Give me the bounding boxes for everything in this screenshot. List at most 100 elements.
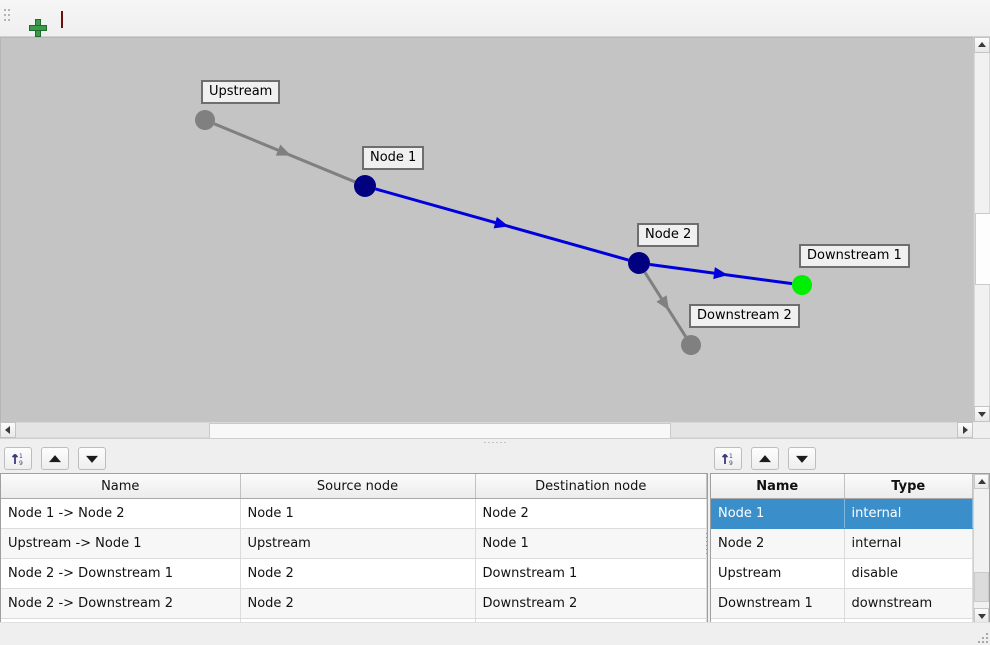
chevron-down-icon	[978, 412, 986, 417]
vertical-splitter[interactable]	[703, 470, 710, 620]
canvas-vertical-scrollbar[interactable]	[973, 37, 990, 422]
table-cell[interactable]: Downstream 2	[475, 588, 707, 619]
graph-node-downstream1[interactable]	[792, 275, 812, 295]
table-cell[interactable]: Node 2	[240, 588, 476, 619]
splitter-grip	[484, 442, 506, 443]
horizontal-scroll-thumb[interactable]	[209, 423, 671, 439]
nodes-scroll-thumb[interactable]	[974, 572, 989, 602]
table-cell[interactable]: internal	[844, 528, 973, 559]
sort-ascending-icon: 1 9	[721, 453, 733, 467]
chevron-down-icon	[977, 613, 986, 619]
table-cell-empty	[475, 618, 707, 623]
column-header-source-node[interactable]: Source node	[240, 474, 476, 499]
table-empty-row	[1, 618, 707, 623]
chevron-left-icon	[5, 426, 10, 434]
graph-node-downstream2[interactable]	[681, 335, 701, 355]
nodes-move-up-button[interactable]	[750, 447, 779, 470]
column-header-destination-node[interactable]: Destination node	[475, 474, 707, 499]
minus-icon	[61, 10, 63, 28]
scroll-right-button[interactable]	[957, 422, 973, 438]
table-cell-empty	[1, 618, 241, 623]
edges-sort-button[interactable]: 1 9	[4, 447, 32, 470]
table-cell[interactable]: internal	[844, 498, 973, 529]
graph-svg	[195, 110, 812, 355]
toolbar-drag-handle[interactable]	[4, 9, 10, 29]
edge-arrow-icon	[656, 295, 670, 311]
sort-ascending-icon: 1 9	[11, 453, 23, 467]
table-cell-empty	[844, 618, 973, 623]
remove-button[interactable]	[49, 6, 75, 32]
table-cell[interactable]: Node 1	[711, 498, 845, 529]
nodes-table-scrollbar[interactable]	[973, 474, 989, 623]
graph-node-label-downstream1[interactable]: Downstream 1	[799, 244, 910, 268]
nodes-move-down-button[interactable]	[787, 447, 816, 470]
triangle-down-icon	[85, 455, 98, 463]
edge-arrow-icon	[713, 267, 728, 280]
column-header-name[interactable]: Name	[711, 474, 845, 499]
column-header-type[interactable]: Type	[844, 474, 973, 499]
table-cell[interactable]: Downstream 1	[475, 558, 707, 589]
graph-node-label-upstream[interactable]: Upstream	[201, 80, 281, 104]
chevron-up-icon	[978, 42, 986, 47]
main-toolbar	[0, 0, 990, 37]
table-cell-empty	[240, 618, 476, 623]
chevron-up-icon	[977, 478, 986, 484]
vertical-scroll-thumb[interactable]	[975, 213, 990, 285]
table-cell[interactable]: Node 1	[240, 498, 476, 529]
horizontal-splitter[interactable]	[0, 438, 990, 446]
horizontal-scroll-track[interactable]	[16, 422, 957, 439]
table-cell[interactable]: Node 2	[475, 498, 707, 529]
nodes-sort-button[interactable]: 1 9	[714, 447, 742, 470]
edge-arrow-icon	[493, 216, 509, 229]
table-cell[interactable]: Node 1	[475, 528, 707, 559]
canvas-horizontal-scrollbar[interactable]	[0, 422, 990, 439]
edges-move-down-button[interactable]	[77, 447, 106, 470]
svg-text:9: 9	[19, 460, 23, 467]
table-cell[interactable]: Node 2	[711, 528, 845, 559]
table-cell[interactable]: Node 2 -> Downstream 2	[1, 588, 241, 619]
add-button[interactable]	[16, 6, 42, 32]
svg-text:1: 1	[729, 453, 733, 460]
graph-node-label-downstream2[interactable]: Downstream 2	[689, 304, 800, 328]
graph-node-label-node2[interactable]: Node 2	[637, 223, 700, 247]
scroll-down-button[interactable]	[974, 406, 990, 422]
nodes-scroll-up-button[interactable]	[974, 474, 989, 489]
graph-node-label-node1[interactable]: Node 1	[362, 146, 425, 170]
scroll-up-button[interactable]	[974, 37, 990, 53]
triangle-down-icon	[795, 455, 808, 463]
graph-node-upstream[interactable]	[195, 110, 215, 130]
window-resize-grip[interactable]	[975, 630, 988, 643]
edges-move-up-button[interactable]	[40, 447, 69, 470]
nodes-scroll-down-button[interactable]	[974, 608, 989, 623]
table-cell[interactable]: Upstream	[711, 558, 845, 589]
svg-text:9: 9	[729, 460, 733, 467]
table-cell[interactable]: Downstream 1	[711, 588, 845, 619]
table-cell[interactable]: disable	[844, 558, 973, 589]
table-cell[interactable]: Upstream -> Node 1	[1, 528, 241, 559]
table-cell[interactable]: Node 2 -> Downstream 1	[1, 558, 241, 589]
graph-node-node2[interactable]	[628, 252, 650, 274]
table-cell[interactable]: Node 1 -> Node 2	[1, 498, 241, 529]
graph-node-node1[interactable]	[354, 175, 376, 197]
scroll-left-button[interactable]	[0, 422, 16, 438]
column-header-name[interactable]: Name	[1, 474, 241, 499]
table-cell[interactable]: Node 2	[240, 558, 476, 589]
vertical-scroll-track[interactable]	[974, 53, 990, 406]
table-cell[interactable]: Upstream	[240, 528, 476, 559]
table-cell[interactable]: downstream	[844, 588, 973, 619]
